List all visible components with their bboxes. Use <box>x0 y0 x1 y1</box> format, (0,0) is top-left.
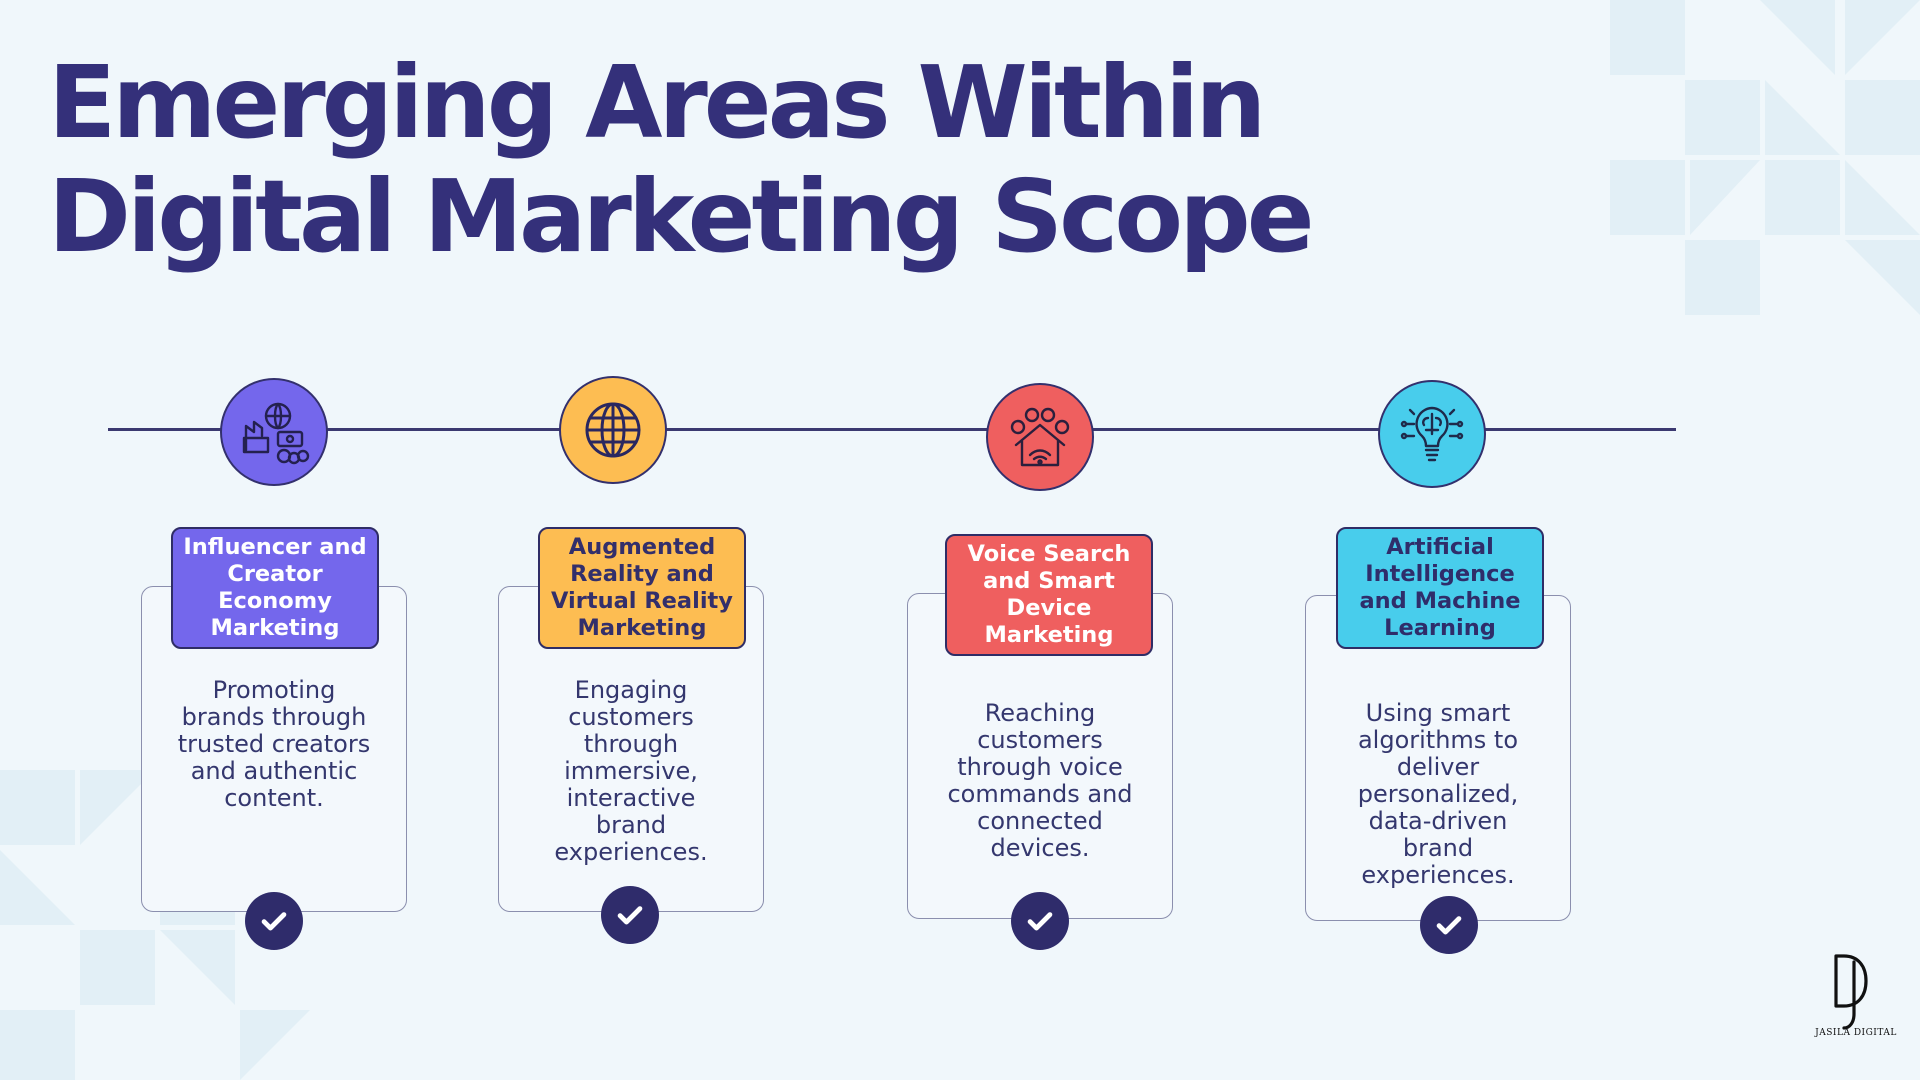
card-4: Using smart algorithms to deliver person… <box>1305 595 1571 921</box>
card-3-check-icon <box>1011 892 1069 950</box>
card-2-description: Engaging customers through immersive, in… <box>554 676 708 866</box>
card-3-description: Reaching customers through voice command… <box>947 699 1133 862</box>
logo-monogram-icon <box>1834 954 1868 1030</box>
icon-circle-2 <box>559 376 667 484</box>
globe-icon <box>585 402 641 458</box>
card-2-check-icon <box>601 886 659 944</box>
card-4-description: Using smart algorithms to deliver person… <box>1357 699 1519 889</box>
ai-lightbulb-icon <box>1400 406 1464 462</box>
timeline-line <box>108 428 1676 431</box>
page-title-line-2: Digital Marketing Scope <box>48 158 1315 275</box>
page-title-line-1: Emerging Areas Within <box>48 44 1266 161</box>
logo-text: JASILA DIGITAL <box>1815 1028 1897 1038</box>
background-pattern <box>1610 0 1920 315</box>
card-3-title: Voice Search and Smart Device Marketing <box>945 534 1153 656</box>
card-1-title: Influencer and Creator Economy Marketing <box>171 527 379 649</box>
card-4-title: Artificial Intelligence and Machine Lear… <box>1336 527 1544 649</box>
icon-circle-1 <box>220 378 328 486</box>
brand-logo: JASILA DIGITAL <box>1810 952 1902 1060</box>
card-1-check-icon <box>245 892 303 950</box>
card-4-check-icon <box>1420 896 1478 954</box>
page-title: Emerging Areas Within Digital Marketing … <box>48 44 1315 275</box>
icon-circle-3 <box>986 383 1094 491</box>
card-1-description: Promoting brands through trusted creator… <box>177 676 371 812</box>
card-2-title: Augmented Reality and Virtual Reality Ma… <box>538 527 746 649</box>
creator-economy-icon <box>242 402 310 465</box>
icon-circle-4 <box>1378 380 1486 488</box>
smart-home-icon <box>1010 407 1070 467</box>
